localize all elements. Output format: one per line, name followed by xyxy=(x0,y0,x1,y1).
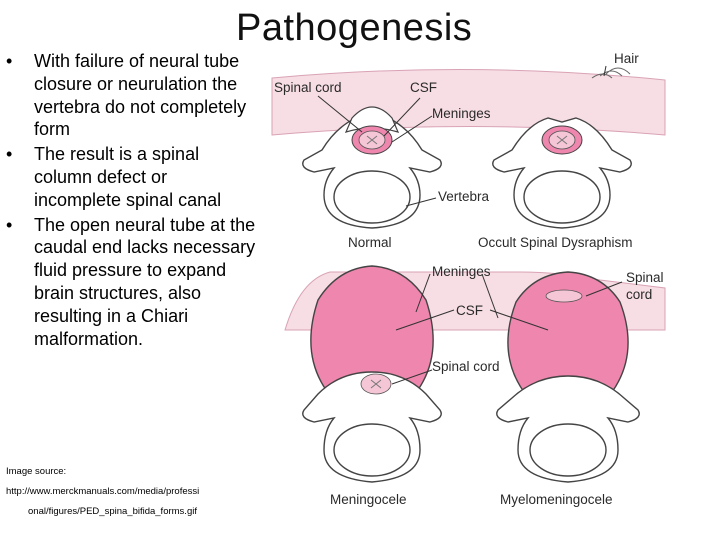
label-meninges-mid: Meninges xyxy=(432,264,491,279)
meningocele-drawing xyxy=(302,265,442,483)
normal-vertebra xyxy=(302,106,442,229)
spina-bifida-figure: Hair Spinal cord CSF Meninges Vertebra N… xyxy=(262,40,720,540)
label-meninges-top: Meninges xyxy=(432,106,491,121)
myelomeningocele-drawing xyxy=(496,271,640,483)
spina-bifida-illustration: Hair Spinal cord CSF Meninges Vertebra N… xyxy=(271,51,666,507)
bullet-item: • With failure of neural tube closure or … xyxy=(6,50,256,141)
bullet-text: With failure of neural tube closure or n… xyxy=(34,51,247,140)
image-source-url-line-2[interactable]: onal/figures/PED_spina_bifida_forms.gif xyxy=(28,506,197,517)
label-occult: Occult Spinal Dysraphism xyxy=(478,235,633,250)
label-spinal-cord-right-line-2: cord xyxy=(626,287,652,302)
label-hair: Hair xyxy=(614,51,639,66)
label-spinal-cord-bottom: Spinal cord xyxy=(432,359,500,374)
bullet-item: • The open neural tube at the caudal end … xyxy=(6,214,256,351)
occult-vertebra xyxy=(492,117,632,229)
label-spinal-cord-right-line-1: Spinal xyxy=(626,270,664,285)
label-csf-mid: CSF xyxy=(456,303,483,318)
label-vertebra: Vertebra xyxy=(438,189,490,204)
bullet-marker: • xyxy=(6,144,13,165)
bullet-list: • With failure of neural tube closure or … xyxy=(6,50,256,352)
bullet-marker: • xyxy=(6,214,13,235)
bullet-item: • The result is a spinal column defect or… xyxy=(6,143,256,211)
bullet-marker: • xyxy=(6,51,13,71)
label-csf-top: CSF xyxy=(410,80,437,95)
label-myelomeningocele: Myelomeningocele xyxy=(500,492,613,507)
slide-title: Pathogenesis xyxy=(236,7,473,49)
label-normal: Normal xyxy=(348,235,392,250)
label-spinal-cord-top: Spinal cord xyxy=(274,80,342,95)
image-source-label: Image source: xyxy=(6,466,67,477)
bottom-panel: Meninges Spinal cord CSF Spinal cord Men… xyxy=(284,264,666,507)
image-source: Image source: http://www.merckmanuals.co… xyxy=(6,462,254,522)
image-source-url-line-1[interactable]: http://www.merckmanuals.com/media/profes… xyxy=(6,486,200,497)
top-panel: Hair Spinal cord CSF Meninges Vertebra N… xyxy=(271,51,666,250)
label-meningocele: Meningocele xyxy=(330,492,407,507)
bullet-text: The open neural tube at the caudal end l… xyxy=(34,214,256,349)
bullet-text: The result is a spinal column defect or … xyxy=(34,144,222,210)
